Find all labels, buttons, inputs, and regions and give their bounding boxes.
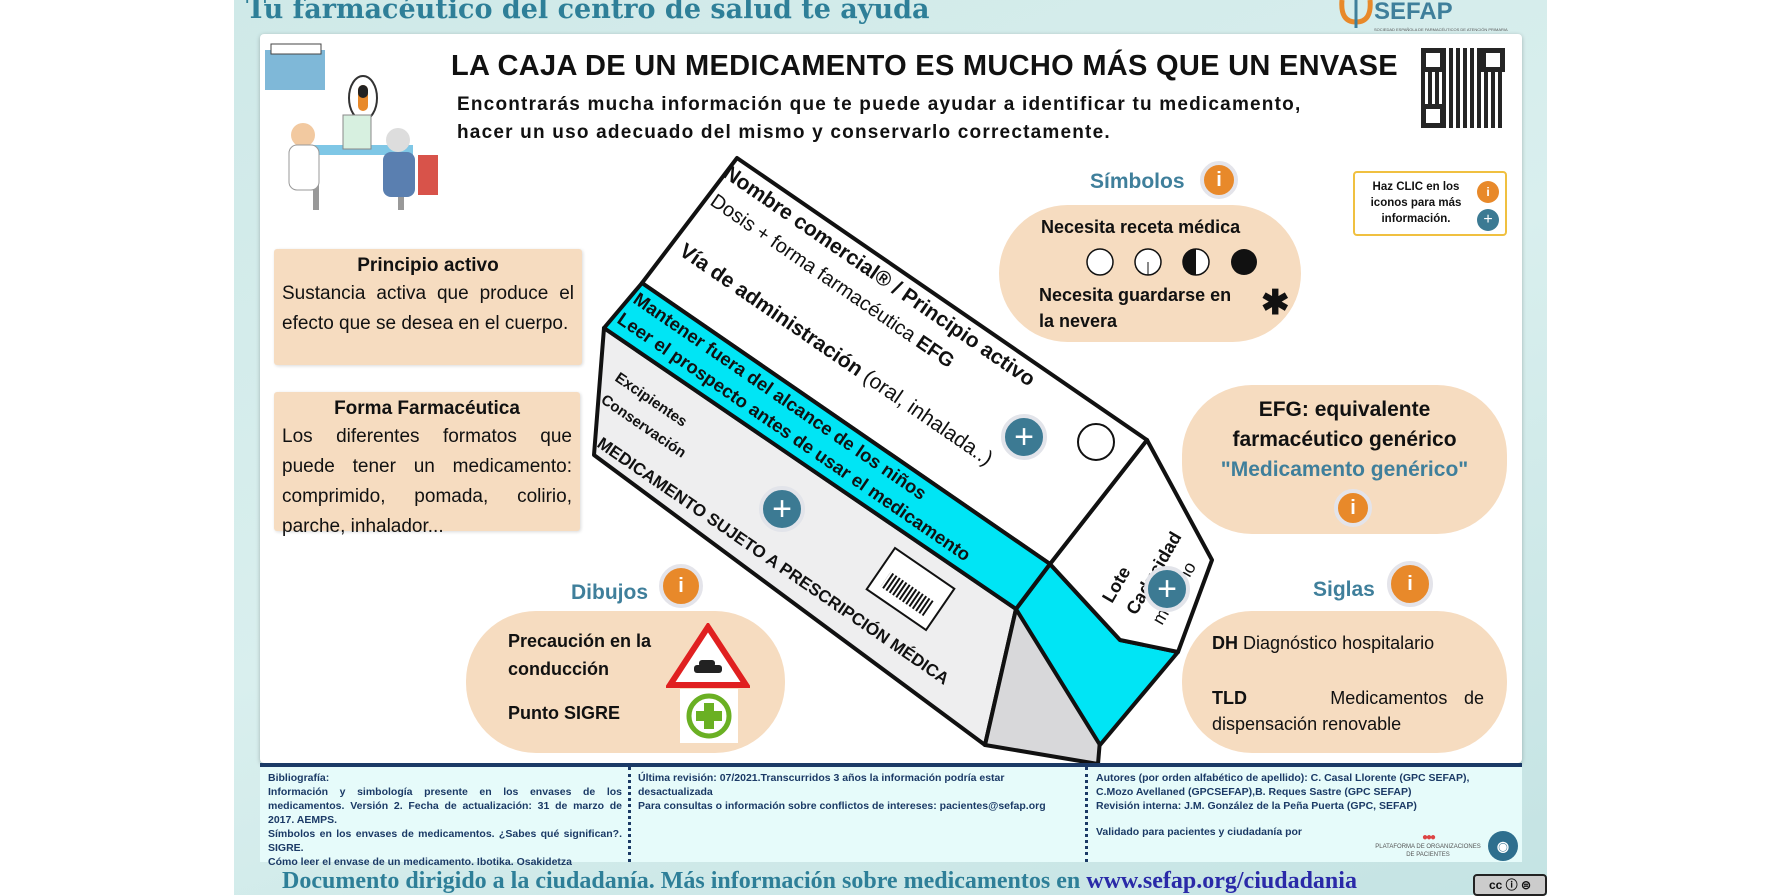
- circle-line-icon: [1134, 248, 1162, 276]
- dibujos-label: Dibujos: [571, 581, 648, 604]
- simbolos-label: Símbolos: [1090, 170, 1185, 193]
- driving-warning-icon: [666, 623, 750, 688]
- dh-abbr: DH: [1212, 633, 1238, 653]
- bottom-text: Documento dirigido a la ciudadanía. Más …: [282, 868, 1087, 894]
- sigla-dh: DH Diagnóstico hospitalario: [1212, 633, 1434, 654]
- validado-text: Validado para pacientes y ciudadanía por: [1096, 826, 1302, 838]
- nevera-label: Necesita guardarse en la nevera: [1039, 285, 1232, 331]
- plus-button-top[interactable]: +: [1001, 414, 1047, 460]
- page-title: LA CAJA DE UN MEDICAMENTO ES MUCHO MÁS Q…: [451, 50, 1398, 82]
- siglas-label: Siglas: [1313, 578, 1375, 601]
- biblio-item: Información y simbología presente en los…: [268, 786, 622, 826]
- tld-abbr: TLD: [1212, 688, 1247, 708]
- plus-button-side[interactable]: +: [1144, 566, 1190, 612]
- info-icon: i: [1477, 181, 1499, 203]
- footer-bibliografia: Bibliografía: Información y simbología p…: [262, 771, 628, 869]
- revision-date: Última revisión: 07/2021.Transcurridos 3…: [638, 772, 1005, 798]
- creative-commons-icon: cc ⓘ ⊜: [1473, 874, 1547, 896]
- plataforma-logo: ●●● PLATAFORMA DE ORGANIZACIONES DE PACI…: [1375, 833, 1481, 859]
- bottom-banner: Documento dirigido a la ciudadanía. Más …: [282, 868, 1357, 895]
- box-cyan-band: [602, 281, 1052, 611]
- pharmacist-illustration: [263, 40, 445, 223]
- sigre-icon: [680, 689, 738, 743]
- header-tagline: Tu farmacéutico del centro de salud te a…: [246, 0, 930, 25]
- biblio-title: Bibliografía:: [268, 772, 330, 784]
- logo-subtext: SOCIEDAD ESPAÑOLA DE FARMACÉUTICOS DE AT…: [1374, 27, 1508, 32]
- sefap-ciudadania-link[interactable]: www.sefap.org/ciudadania: [1086, 868, 1357, 894]
- footer: Bibliografía: Información y simbología p…: [260, 763, 1522, 868]
- efg-line-2: farmacéutico genérico: [1232, 428, 1457, 451]
- circle-half-icon: [1182, 248, 1210, 276]
- principio-activo-box: Principio activo Sustancia activa que pr…: [274, 249, 582, 365]
- forma-farmaceutica-title: Forma Farmacéutica: [334, 398, 520, 419]
- circle-full-icon: [1231, 249, 1257, 275]
- conduccion-label: Precaución en la conducción: [508, 631, 652, 679]
- eye-button[interactable]: ◉: [1488, 831, 1518, 861]
- logo-text: SEFAP: [1374, 0, 1453, 25]
- footer-autores: Autores (por orden alfabético de apellid…: [1090, 771, 1515, 839]
- barcode-label: [865, 546, 956, 632]
- help-box: Haz CLIC en los iconos para más informac…: [1353, 171, 1507, 236]
- circle-empty-icon: [1086, 248, 1114, 276]
- dibujos-pill: Precaución en la conducción Punto SIGRE: [466, 611, 785, 753]
- plus-icon: +: [1477, 209, 1499, 231]
- footer-revision: Última revisión: 07/2021.Transcurridos 3…: [632, 771, 1082, 813]
- sefap-logo: SEFAP SOCIEDAD ESPAÑOLA DE FARMACÉUTICOS…: [1336, 0, 1508, 34]
- biblio-item: Cómo leer el envase de un medicamento. I…: [268, 856, 573, 868]
- simbolos-info-button[interactable]: i: [1200, 161, 1238, 199]
- sigla-tld: TLD Medicamentos de dispensación renovab…: [1212, 685, 1484, 737]
- receta-label: Necesita receta médica: [1041, 217, 1241, 237]
- help-text: Haz CLIC en los iconos para más informac…: [1370, 181, 1462, 225]
- forma-farmaceutica-box: Forma Farmacéutica Los diferentes format…: [274, 392, 580, 537]
- principio-activo-title: Principio activo: [357, 255, 499, 276]
- dh-text: Diagnóstico hospitalario: [1243, 633, 1435, 653]
- biblio-item: Símbolos en los envases de medicamentos.…: [268, 828, 622, 854]
- siglas-pill: DH Diagnóstico hospitalario TLD Medicame…: [1182, 611, 1507, 753]
- subtitle-line-2: hacer un uso adecuado del mismo y conser…: [457, 122, 1111, 143]
- autores-text: Autores (por orden alfabético de apellid…: [1096, 772, 1470, 798]
- receta-symbols: [1085, 247, 1259, 277]
- forma-farmaceutica-text: Los diferentes formatos que puede tener …: [282, 426, 572, 537]
- efg-line-1: EFG: equivalente: [1258, 398, 1431, 421]
- asterisk-icon: ✱: [1261, 284, 1290, 322]
- qr-code[interactable]: [1421, 48, 1505, 128]
- tld-text: Medicamentos de dispensación renovable: [1212, 688, 1484, 734]
- plataforma-text: PLATAFORMA DE ORGANIZACIONES DE PACIENTE…: [1375, 844, 1481, 858]
- subtitle-line-1: Encontrarás mucha información que te pue…: [457, 94, 1302, 115]
- revision-contact: Para consultas o información sobre confl…: [638, 800, 1046, 812]
- principio-activo-text: Sustancia activa que produce el efecto q…: [282, 283, 574, 334]
- sefap-logo-icon: [1339, 0, 1373, 28]
- efg-info-button[interactable]: i: [1334, 489, 1372, 527]
- plus-button-front[interactable]: +: [759, 486, 805, 532]
- people-icon: ●●●: [1421, 832, 1436, 843]
- dibujos-info-button[interactable]: i: [659, 564, 703, 608]
- siglas-info-button[interactable]: i: [1387, 561, 1433, 607]
- simbolos-pill: Necesita receta médica Necesita guardars…: [999, 205, 1301, 342]
- empty-circle-symbol: [1077, 423, 1115, 461]
- efg-line-3: "Medicamento genérico": [1220, 458, 1469, 481]
- sigre-label: Punto SIGRE: [508, 703, 620, 723]
- revision-interna: Revisión interna: J.M. González de la Pe…: [1096, 800, 1417, 812]
